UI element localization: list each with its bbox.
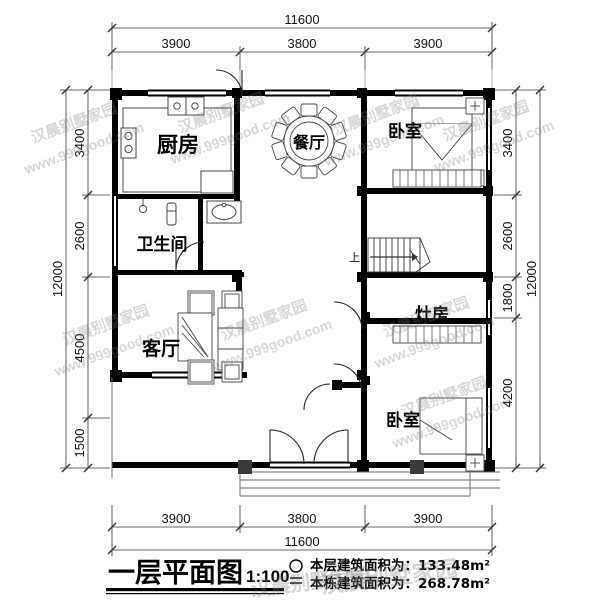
area-note-floor: 本层建筑面积为：133.48m² bbox=[310, 557, 490, 574]
title-underline bbox=[106, 588, 284, 595]
left-dimension-seg-3: 4500 bbox=[72, 334, 87, 363]
dining-table-set bbox=[271, 103, 347, 179]
bottom-dimension-group bbox=[107, 505, 497, 556]
stair-up-label: 上 bbox=[349, 251, 360, 264]
bedroom-south-furniture bbox=[392, 325, 485, 472]
room-label-bedroom-south: 卧室 bbox=[386, 410, 420, 431]
living-room-furniture bbox=[177, 290, 244, 385]
entry-step-hatch bbox=[238, 460, 424, 474]
right-total-dimension: 12000 bbox=[524, 261, 539, 297]
entry-porch bbox=[111, 378, 500, 497]
top-total-dimension: 11600 bbox=[284, 12, 319, 27]
top-dimension-seg-3: 3900 bbox=[414, 36, 443, 51]
bottom-dimension-seg-3: 3900 bbox=[414, 511, 443, 526]
left-dimension-seg-2: 2600 bbox=[72, 222, 87, 251]
room-label-living-room: 客厅 bbox=[142, 337, 180, 360]
right-dimension-group bbox=[494, 85, 546, 473]
right-dimension-seg-4: 4200 bbox=[500, 379, 515, 408]
top-dimension-seg-1: 3900 bbox=[162, 36, 191, 51]
top-dimension-group bbox=[107, 22, 497, 90]
area-note-bullets bbox=[289, 559, 303, 584]
left-total-dimension: 12000 bbox=[50, 261, 65, 297]
left-dimension-seg-4: 1500 bbox=[72, 429, 87, 458]
room-label-kitchen: 厨房 bbox=[157, 133, 199, 157]
room-label-dining-room: 餐厅 bbox=[292, 133, 325, 152]
drawing-scale: 1:100 bbox=[246, 567, 289, 586]
bottom-dimension-seg-1: 3900 bbox=[162, 511, 191, 526]
right-dimension-seg-2: 2600 bbox=[500, 222, 515, 251]
bottom-dimension-seg-2: 3800 bbox=[288, 511, 317, 526]
bedroom-north-furniture bbox=[392, 97, 485, 188]
right-dimension-seg-1: 3400 bbox=[500, 129, 515, 158]
room-label-stove-room: 灶房 bbox=[415, 304, 449, 325]
bathroom-fixtures bbox=[138, 199, 242, 226]
left-dimension-seg-1: 3400 bbox=[72, 129, 87, 158]
kitchen-fixtures bbox=[120, 96, 234, 194]
staircase bbox=[367, 237, 431, 273]
bottom-total-dimension: 11600 bbox=[284, 534, 319, 549]
drawing-title: 一层平面图 bbox=[108, 558, 243, 589]
room-label-bathroom: 卫生间 bbox=[137, 234, 188, 255]
room-label-bedroom-north: 卧室 bbox=[388, 121, 422, 142]
left-dimension-group bbox=[60, 85, 110, 473]
area-note-building: 本栋建筑面积为：268.78m² bbox=[310, 575, 490, 592]
right-dimension-seg-3: 1800 bbox=[500, 284, 515, 313]
top-dimension-seg-2: 3800 bbox=[288, 36, 317, 51]
door-swings-group bbox=[175, 69, 363, 465]
